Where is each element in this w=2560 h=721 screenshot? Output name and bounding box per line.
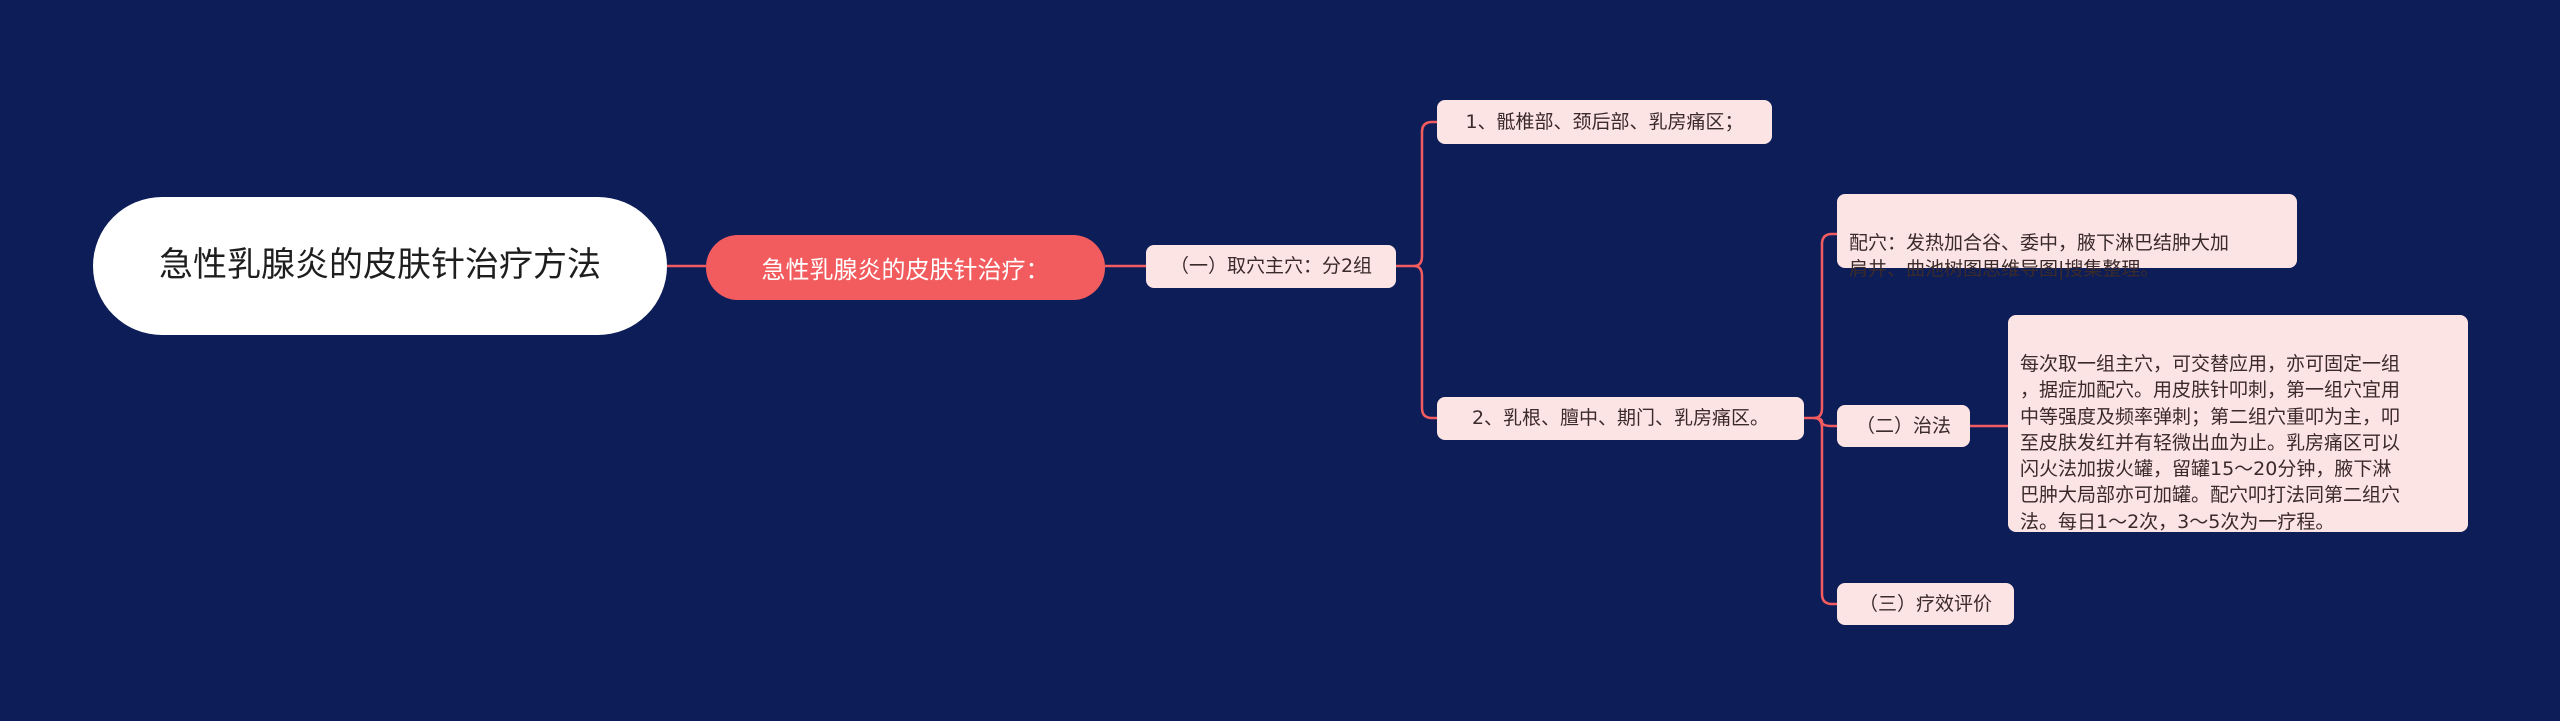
connector-group2-section3 xyxy=(1813,416,1837,606)
group2-label: 2、乳根、膻中、期门、乳房痛区。 xyxy=(1471,407,1770,430)
supplement-text: 配穴：发热加合谷、委中，腋下淋巴结肿大加 肩井、曲池树图思维导图|搜集整理。 xyxy=(1849,232,2230,281)
supplement-node[interactable]: 配穴：发热加合谷、委中，腋下淋巴结肿大加 肩井、曲池树图思维导图|搜集整理。 xyxy=(1837,194,2297,280)
group1-label: 1、骶椎部、颈后部、乳房痛区； xyxy=(1465,110,1744,133)
section3-node[interactable]: （三）疗效评价 xyxy=(1837,583,2014,625)
connector-section1-group1 xyxy=(1396,120,1437,268)
group1-node[interactable]: 1、骶椎部、颈后部、乳房痛区； xyxy=(1437,100,1772,144)
section2-node[interactable]: （二）治法 xyxy=(1837,405,1970,447)
section1-label: （一）取穴主穴：分2组 xyxy=(1169,255,1373,278)
connector-section1-group2 xyxy=(1413,264,1437,420)
section2-content-node[interactable]: 每次取一组主穴，可交替应用，亦可固定一组 ，据症加配穴。用皮肤针叩刺，第一组穴宜… xyxy=(2008,315,2468,533)
root-node[interactable]: 急性乳腺炎的皮肤针治疗方法 xyxy=(93,197,667,335)
section2-label: （二）治法 xyxy=(1855,414,1951,437)
section2-content-text: 每次取一组主穴，可交替应用，亦可固定一组 ，据症加配穴。用皮肤针叩刺，第一组穴宜… xyxy=(2020,353,2401,533)
section3-label: （三）疗效评价 xyxy=(1858,592,1992,615)
section1-node[interactable]: （一）取穴主穴：分2组 xyxy=(1146,245,1396,288)
connector-group2-supplement xyxy=(1804,232,1837,420)
root-title: 急性乳腺炎的皮肤针治疗方法 xyxy=(159,245,601,286)
branch-label: 急性乳腺炎的皮肤针治疗： xyxy=(761,256,1050,284)
branch-node[interactable]: 急性乳腺炎的皮肤针治疗： xyxy=(706,235,1105,300)
group2-node[interactable]: 2、乳根、膻中、期门、乳房痛区。 xyxy=(1437,397,1804,440)
